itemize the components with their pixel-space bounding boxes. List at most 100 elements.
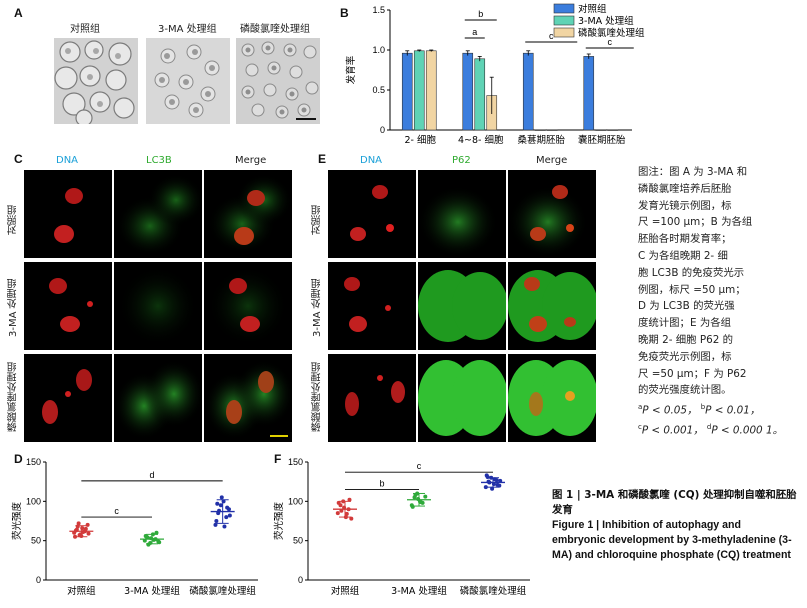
data-point — [490, 486, 495, 491]
tile-c-control-lc3b — [114, 170, 202, 258]
significance-label: c — [417, 461, 422, 471]
significance-line-2: cP < 0.001， dP < 0.000 1。 — [638, 419, 800, 439]
tile-e-3ma-p62 — [418, 262, 506, 350]
panel-c-row-control: 对照组 — [8, 205, 19, 235]
legend-line: D 为 LC3B 的荧光强 — [638, 300, 735, 313]
y-axis-label: 发育率 — [345, 55, 357, 84]
data-point — [214, 519, 219, 523]
x-tick-label: 囊胚期胚胎 — [578, 134, 626, 146]
figure-caption-cn-text: 3-MA 和磷酸氯喹 (CQ) 处理抑制自噬和胚胎发育 — [552, 489, 797, 516]
tile-c-cq-lc3b — [114, 354, 202, 442]
bar — [534, 129, 546, 131]
significance-label: c — [608, 37, 613, 47]
panel-letter-d: D — [14, 452, 23, 466]
legend-line: 胞 LC3B 的免疫荧光示 — [638, 266, 745, 279]
bar — [462, 52, 474, 131]
bar — [413, 50, 425, 131]
legend-line: 图注：图 A 为 3-MA 和 — [638, 166, 748, 178]
tile-c-3ma-dna — [24, 262, 112, 350]
panel-letter-e: E — [318, 152, 327, 166]
y-tick-label: 100 — [288, 496, 303, 506]
micrograph-cq — [236, 38, 320, 124]
tile-c-control-merge — [204, 170, 292, 258]
significance-label: b — [379, 479, 384, 489]
legend-line: 胚胎各时期发育率； — [638, 233, 732, 246]
x-tick-label: 3-MA 处理组 — [391, 585, 447, 597]
legend-line: 磷酸氯喹培养后胚胎 — [638, 182, 732, 195]
figure-legend-note: 图注：图 A 为 3-MA 和 磷酸氯喹培养后胚胎 发育光镜示例图，标 尺 =1… — [638, 164, 800, 440]
figure-caption-en: Figure 1 | Inhibition of autophagy and e… — [552, 518, 797, 563]
x-tick-label: 对照组 — [67, 585, 96, 597]
panel-e-col-p62: P62 — [452, 155, 471, 166]
bar — [595, 129, 607, 131]
tile-e-control-dna — [328, 170, 416, 258]
sig-c: P < 0.001， — [641, 424, 704, 437]
y-tick-label: 1.5 — [372, 5, 385, 15]
data-point — [347, 497, 352, 502]
data-point — [73, 534, 78, 539]
legend-line: 晚期 2- 细胞 P62 的 — [638, 333, 734, 346]
y-tick-label: 50 — [31, 536, 41, 546]
bar — [474, 58, 486, 131]
data-point — [423, 494, 428, 499]
legend-swatch — [553, 15, 575, 26]
y-tick-label: 1.0 — [372, 45, 385, 55]
data-point — [80, 526, 85, 531]
y-tick-label: 150 — [288, 457, 303, 467]
x-tick-label: 磷酸氯喹处理组 — [460, 585, 527, 597]
data-point — [483, 485, 488, 490]
panel-letter-c: C — [14, 152, 23, 166]
significance-label: d — [149, 470, 154, 480]
tile-e-cq-p62 — [418, 354, 506, 442]
sig-b: P < 0.01， — [705, 404, 761, 417]
x-tick-label: 3-MA 处理组 — [124, 585, 180, 597]
data-point — [218, 503, 223, 508]
sig-letter-c: c — [638, 423, 642, 432]
x-tick-label: 对照组 — [331, 585, 360, 597]
tile-e-cq-merge — [508, 354, 596, 442]
caption-divider: | — [576, 489, 585, 501]
data-point — [213, 522, 218, 527]
legend-line: C 为各组晚期 2- 细 — [638, 249, 728, 262]
panel-e-row-3ma: 3-MA 处理组 — [312, 278, 323, 338]
y-tick-label: 0 — [298, 575, 303, 585]
tile-e-cq-dna — [328, 354, 416, 442]
x-tick-label: 桑葚期胚胎 — [517, 134, 565, 146]
data-point — [492, 477, 497, 482]
micrograph-control — [54, 38, 138, 124]
panel-a-label-control: 对照组 — [70, 24, 100, 35]
significance-label: a — [472, 27, 477, 37]
data-point — [485, 474, 490, 479]
legend-line: 的荧光强度统计图。 — [638, 384, 732, 397]
significance-label: c — [114, 506, 119, 516]
data-point — [224, 515, 229, 520]
legend-label: 3-MA 处理组 — [578, 15, 634, 27]
y-tick-label: 0.5 — [372, 85, 385, 95]
legend-line: 尺 =100 μm；B 为各组 — [638, 216, 753, 229]
data-point — [349, 516, 354, 521]
data-point — [495, 482, 500, 487]
data-point — [222, 524, 227, 529]
panel-c-row-cq: 磷酸氯喹处理组 — [8, 362, 19, 432]
data-point — [413, 493, 418, 498]
data-point — [336, 500, 341, 505]
legend-label: 对照组 — [578, 3, 607, 15]
panel-letter-a: A — [14, 6, 23, 20]
data-point — [344, 511, 349, 516]
panel-c-row-3ma: 3-MA 处理组 — [8, 278, 19, 338]
significance-label: c — [549, 31, 554, 41]
legend-label: 磷酸氯喹处理组 — [578, 27, 645, 39]
panel-letter-f: F — [274, 452, 282, 466]
panel-a-label-3ma: 3-MA 处理组 — [158, 24, 217, 35]
figure-caption: 图 1 | 3-MA 和磷酸氯喹 (CQ) 处理抑制自噬和胚胎发育 Figure… — [552, 488, 797, 563]
data-point — [85, 522, 90, 527]
panel-c-col-dna: DNA — [56, 155, 79, 166]
figure-caption-en-text: Inhibition of autophagy and embryonic de… — [552, 519, 792, 561]
data-point — [146, 542, 151, 547]
figure-caption-en-prefix: Figure 1 — [552, 519, 594, 531]
bar — [546, 129, 558, 131]
bar — [607, 129, 619, 131]
y-tick-label: 50 — [293, 536, 303, 546]
